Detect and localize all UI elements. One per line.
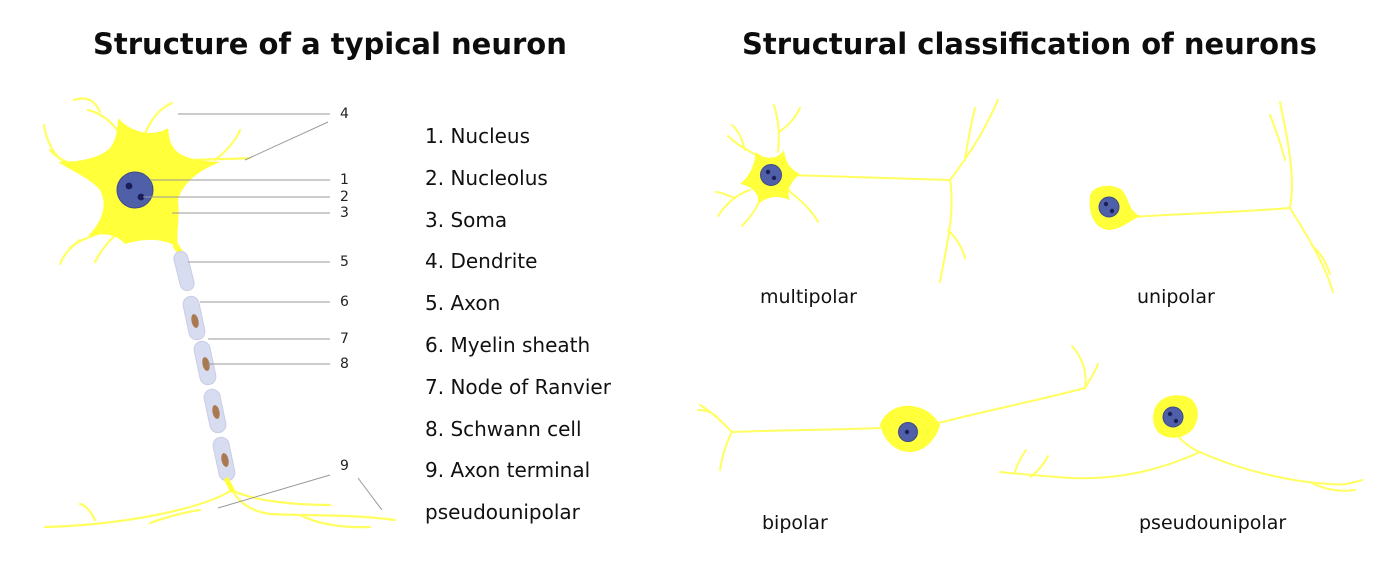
callout-number: 9 [340,458,349,474]
callout-number: 5 [340,254,349,270]
callout-number: 8 [340,356,349,372]
axon-terminal [148,508,202,525]
legend-item: 2. Nucleolus [425,165,548,190]
axon-terminal [43,488,234,529]
myelin-sheath [173,250,195,292]
legend-item: 5. Axon [425,291,501,316]
pseudounipolar-neuron [999,395,1363,492]
multipolar-neuron [715,99,999,283]
bipolar-label: bipolar [762,512,828,534]
callout-number: 7 [340,331,349,347]
legend-item: 1. Nucleus [425,124,531,148]
multipolar-label: multipolar [760,286,857,308]
callout-number: 6 [340,294,349,310]
pseudounipolar-label: pseudounipolar [1139,512,1287,534]
nucleolus [125,182,133,190]
legend-item: 6. Myelin sheath [425,332,591,357]
axon-terminal [230,488,332,507]
axon-terminal [78,502,97,522]
legend-list: 1. Nucleus 2. Nucleolus 3. Soma 4. Dendr… [425,116,611,534]
legend-item: 8. Schwann cell [425,416,582,441]
legend-item: 7. Node of Ranvier [425,374,611,399]
schwann-cell-nucleus [212,405,220,419]
callout-numbers: 4 1 2 3 5 6 7 8 9 [340,106,349,474]
right-title: Structural classification of neurons [742,27,1317,61]
legend-item: pseudounipolar [425,500,580,525]
nucleus [116,171,154,209]
callout-number: 4 [340,106,349,122]
axon-terminal [230,488,397,522]
axon-end [224,477,235,493]
axon-terminal [298,513,372,529]
callout-number: 1 [340,172,349,188]
leader-lines [143,113,383,511]
callout-number: 2 [340,189,349,205]
left-title: Structure of a typical neuron [93,27,567,61]
schwann-cell-nucleus [221,453,229,467]
legend-item: 3. Soma [425,207,508,232]
nucleolus [137,193,145,201]
legend-item: 9. Axon terminal [425,458,591,483]
unipolar-neuron [1089,101,1334,293]
schwann-nuclei [191,314,229,467]
schwann-cell-nucleus [191,314,199,328]
unipolar-label: unipolar [1137,286,1215,308]
bipolar-neuron [697,345,1099,471]
callout-number: 3 [340,205,349,221]
schwann-cell-nucleus [202,357,210,371]
legend-item: 4. Dendrite [425,249,538,274]
